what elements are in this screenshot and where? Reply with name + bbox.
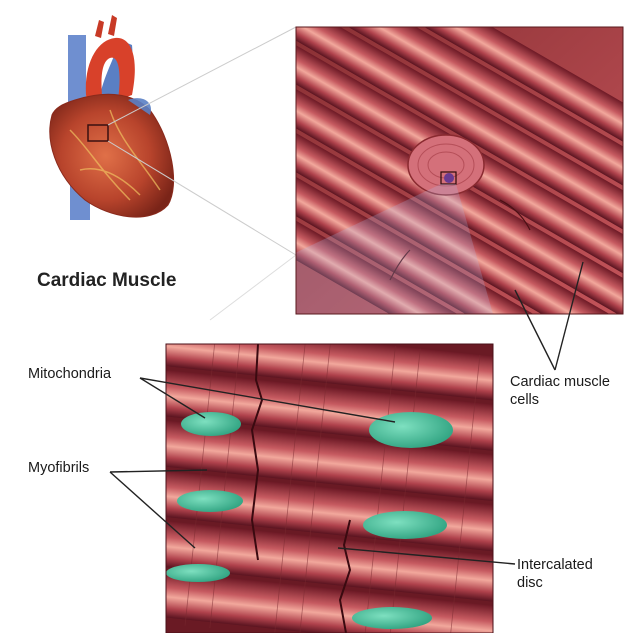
label-cardiac-muscle-cells-line1: Cardiac muscle <box>510 374 610 391</box>
myofibrils-panel <box>125 321 534 633</box>
figure-title: Cardiac Muscle <box>37 270 176 292</box>
zoom-line-top <box>108 27 296 125</box>
heart-illustration <box>50 15 174 220</box>
label-intercalated-disc-line2: disc <box>517 575 543 592</box>
label-intercalated-disc-line1: Intercalated <box>517 557 593 574</box>
label-myofibrils: Myofibrils <box>28 460 89 477</box>
label-mitochondria: Mitochondria <box>28 366 111 383</box>
label-cardiac-muscle-cells-line2: cells <box>510 392 539 409</box>
